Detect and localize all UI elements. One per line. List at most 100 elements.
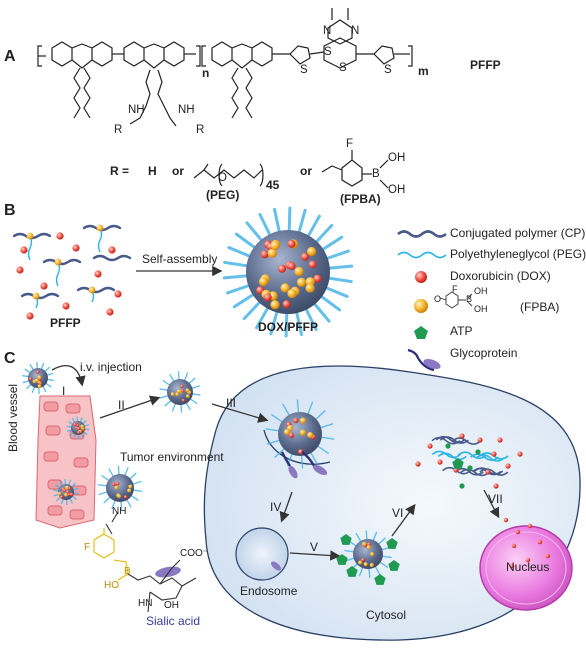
dox-dot — [260, 250, 269, 259]
peg-spike — [123, 467, 129, 477]
nanoparticle-icon — [53, 478, 79, 506]
r-right: R — [196, 124, 205, 136]
or-second: or — [300, 164, 312, 178]
peg-spike — [190, 393, 201, 396]
fpba-dot — [280, 283, 290, 293]
fpba-dot — [185, 394, 190, 398]
dox-dot — [66, 490, 70, 494]
atom-oh-bottom: OH — [388, 184, 406, 196]
peg-spike — [66, 429, 73, 432]
dox-dot — [72, 244, 80, 252]
nuclear-dox — [511, 543, 517, 549]
fpba-dot — [267, 248, 277, 258]
peg-spike — [344, 549, 356, 553]
or-first: or — [172, 164, 184, 178]
peg-spike — [71, 417, 76, 424]
peg-spike — [296, 399, 300, 415]
peg-label: (PEG) — [206, 188, 240, 202]
peg-spike — [185, 401, 191, 411]
peg-spike — [318, 423, 334, 429]
panel-label-a: A — [4, 48, 16, 65]
atom-s-center: S — [339, 62, 347, 74]
peg-spike — [377, 537, 386, 546]
peg-spike — [71, 495, 77, 500]
panel-label-c: C — [4, 350, 16, 367]
peg-subscript: 45 — [266, 178, 280, 192]
fpba-dot — [54, 258, 62, 266]
dox-dot — [73, 422, 77, 427]
atom-n-left: N — [323, 25, 332, 37]
peg-spike — [315, 444, 329, 454]
dox-dot — [20, 246, 28, 254]
fpba-dot — [177, 389, 181, 394]
peg-spike — [68, 421, 74, 426]
peg-spike — [22, 379, 31, 384]
nuclear-dox — [537, 539, 543, 545]
peg-spike — [316, 292, 342, 312]
peg-spike — [258, 212, 273, 240]
atom-n-right: N — [351, 25, 360, 37]
sialic-f: F — [84, 542, 91, 553]
atom-oh-top: OH — [388, 152, 406, 164]
fpba-dot — [362, 541, 367, 547]
peg-spike — [282, 403, 291, 418]
peg-spike — [309, 450, 318, 465]
legend-atom-b: B — [466, 294, 473, 304]
dox-dot — [26, 312, 34, 320]
peg-spike — [129, 494, 139, 501]
dox-dot — [263, 293, 272, 302]
sialic-acid-label: Sialic acid — [146, 614, 201, 628]
nanoparticle-icon — [97, 465, 143, 511]
dox-dot — [36, 370, 40, 374]
fpba-dot — [32, 292, 40, 300]
released-dox — [485, 469, 491, 475]
peg-spike — [24, 368, 32, 374]
nanoparticle-icon — [159, 371, 201, 413]
fpba-dot — [96, 224, 104, 232]
peg-spike — [355, 533, 362, 544]
dox-dot — [287, 262, 296, 271]
dox-dot — [361, 558, 365, 562]
fpba-dot — [307, 246, 317, 257]
peg-spike — [372, 531, 378, 543]
dox-dot — [301, 252, 310, 261]
peg-spike — [44, 382, 52, 388]
sialic-oh: OH — [164, 600, 179, 611]
peg-spike — [103, 495, 112, 504]
fpba-dot — [270, 300, 280, 310]
step-arrows — [51, 364, 500, 561]
dox-dot — [29, 377, 33, 381]
peg-spike — [41, 385, 47, 393]
dox-dot — [112, 482, 116, 487]
dox-dot — [67, 492, 71, 497]
fpba-dot — [363, 562, 368, 567]
polymer-strand — [479, 468, 509, 476]
peg-spike — [380, 555, 392, 559]
peg-spike — [79, 417, 83, 423]
panel-label-b: B — [4, 202, 16, 219]
peg-spike — [305, 214, 321, 241]
legend-peg: Polyethyleneglycol (PEG) — [450, 247, 586, 261]
subscript-m: m — [418, 64, 429, 78]
fpba-dot — [117, 494, 122, 499]
released-dox — [427, 443, 433, 449]
dox-dot — [278, 264, 287, 273]
peg-spike — [322, 249, 350, 262]
peg-spike — [80, 432, 85, 439]
fpba-dot — [287, 288, 297, 299]
dox-dot — [288, 432, 295, 438]
peg-spike — [227, 246, 255, 260]
legend-atom-f: F — [452, 284, 458, 294]
peg-spike — [108, 468, 115, 478]
released-dox — [493, 483, 499, 489]
polymer-strand — [475, 454, 505, 462]
peg-spike — [177, 371, 180, 382]
peg-spike — [313, 410, 326, 422]
polymer-strand — [460, 468, 490, 477]
peg-spike — [117, 465, 120, 477]
peg-spike — [128, 472, 137, 481]
peg-spike — [294, 307, 303, 337]
step-ii: II — [118, 398, 125, 412]
nuclear-dox — [527, 523, 533, 529]
